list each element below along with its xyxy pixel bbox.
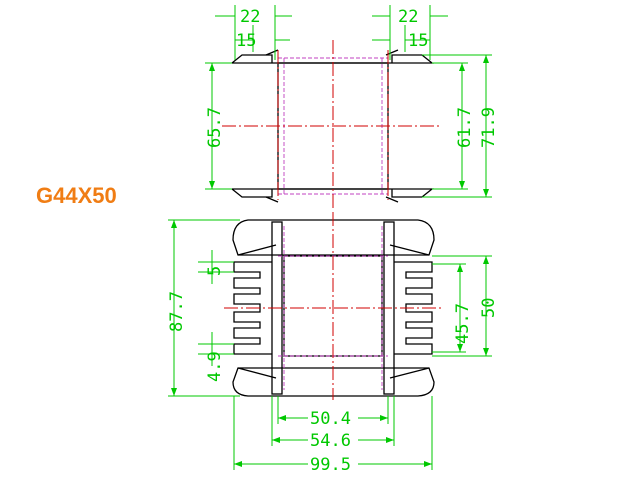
dim-top-left-15: 15 [236, 31, 256, 51]
front-top-cap [232, 219, 435, 256]
dim-total-height: 87.7 [167, 291, 187, 332]
top-view [222, 40, 442, 210]
dim-top-right-22: 22 [398, 7, 418, 27]
bottom-notches [265, 196, 399, 203]
top-notches [265, 49, 399, 56]
dim-fin-pitch: 5 [205, 266, 225, 276]
dim-window-height: 45.7 [453, 303, 473, 344]
dim-top-left-22: 22 [240, 7, 260, 27]
dim-top-right-15: 15 [408, 31, 428, 51]
dim-top-height: 65.7 [205, 107, 225, 148]
top-flange-lower [231, 188, 434, 198]
dim-width-total: 99.5 [310, 455, 351, 475]
dim-width-inner: 50.4 [310, 409, 351, 429]
dim-inner-height: 61.7 [455, 107, 475, 148]
front-dimensions: 87.7 5 4.9 45.7 50 50.4 [167, 219, 499, 475]
front-bottom-cap [232, 367, 435, 397]
dim-fin-gap: 4.9 [205, 351, 225, 382]
top-dimensions: 22 15 22 15 65.7 61.7 71.9 [205, 5, 499, 198]
part-title: G44X50 [36, 183, 117, 208]
dim-side-height: 50 [479, 298, 499, 318]
front-bottom-bevel [237, 367, 430, 379]
dim-outer-height: 71.9 [479, 107, 499, 148]
front-top-bevel [237, 244, 430, 256]
front-view [224, 212, 442, 400]
dim-width-middle: 54.6 [310, 431, 351, 451]
top-flange-upper [231, 54, 434, 64]
